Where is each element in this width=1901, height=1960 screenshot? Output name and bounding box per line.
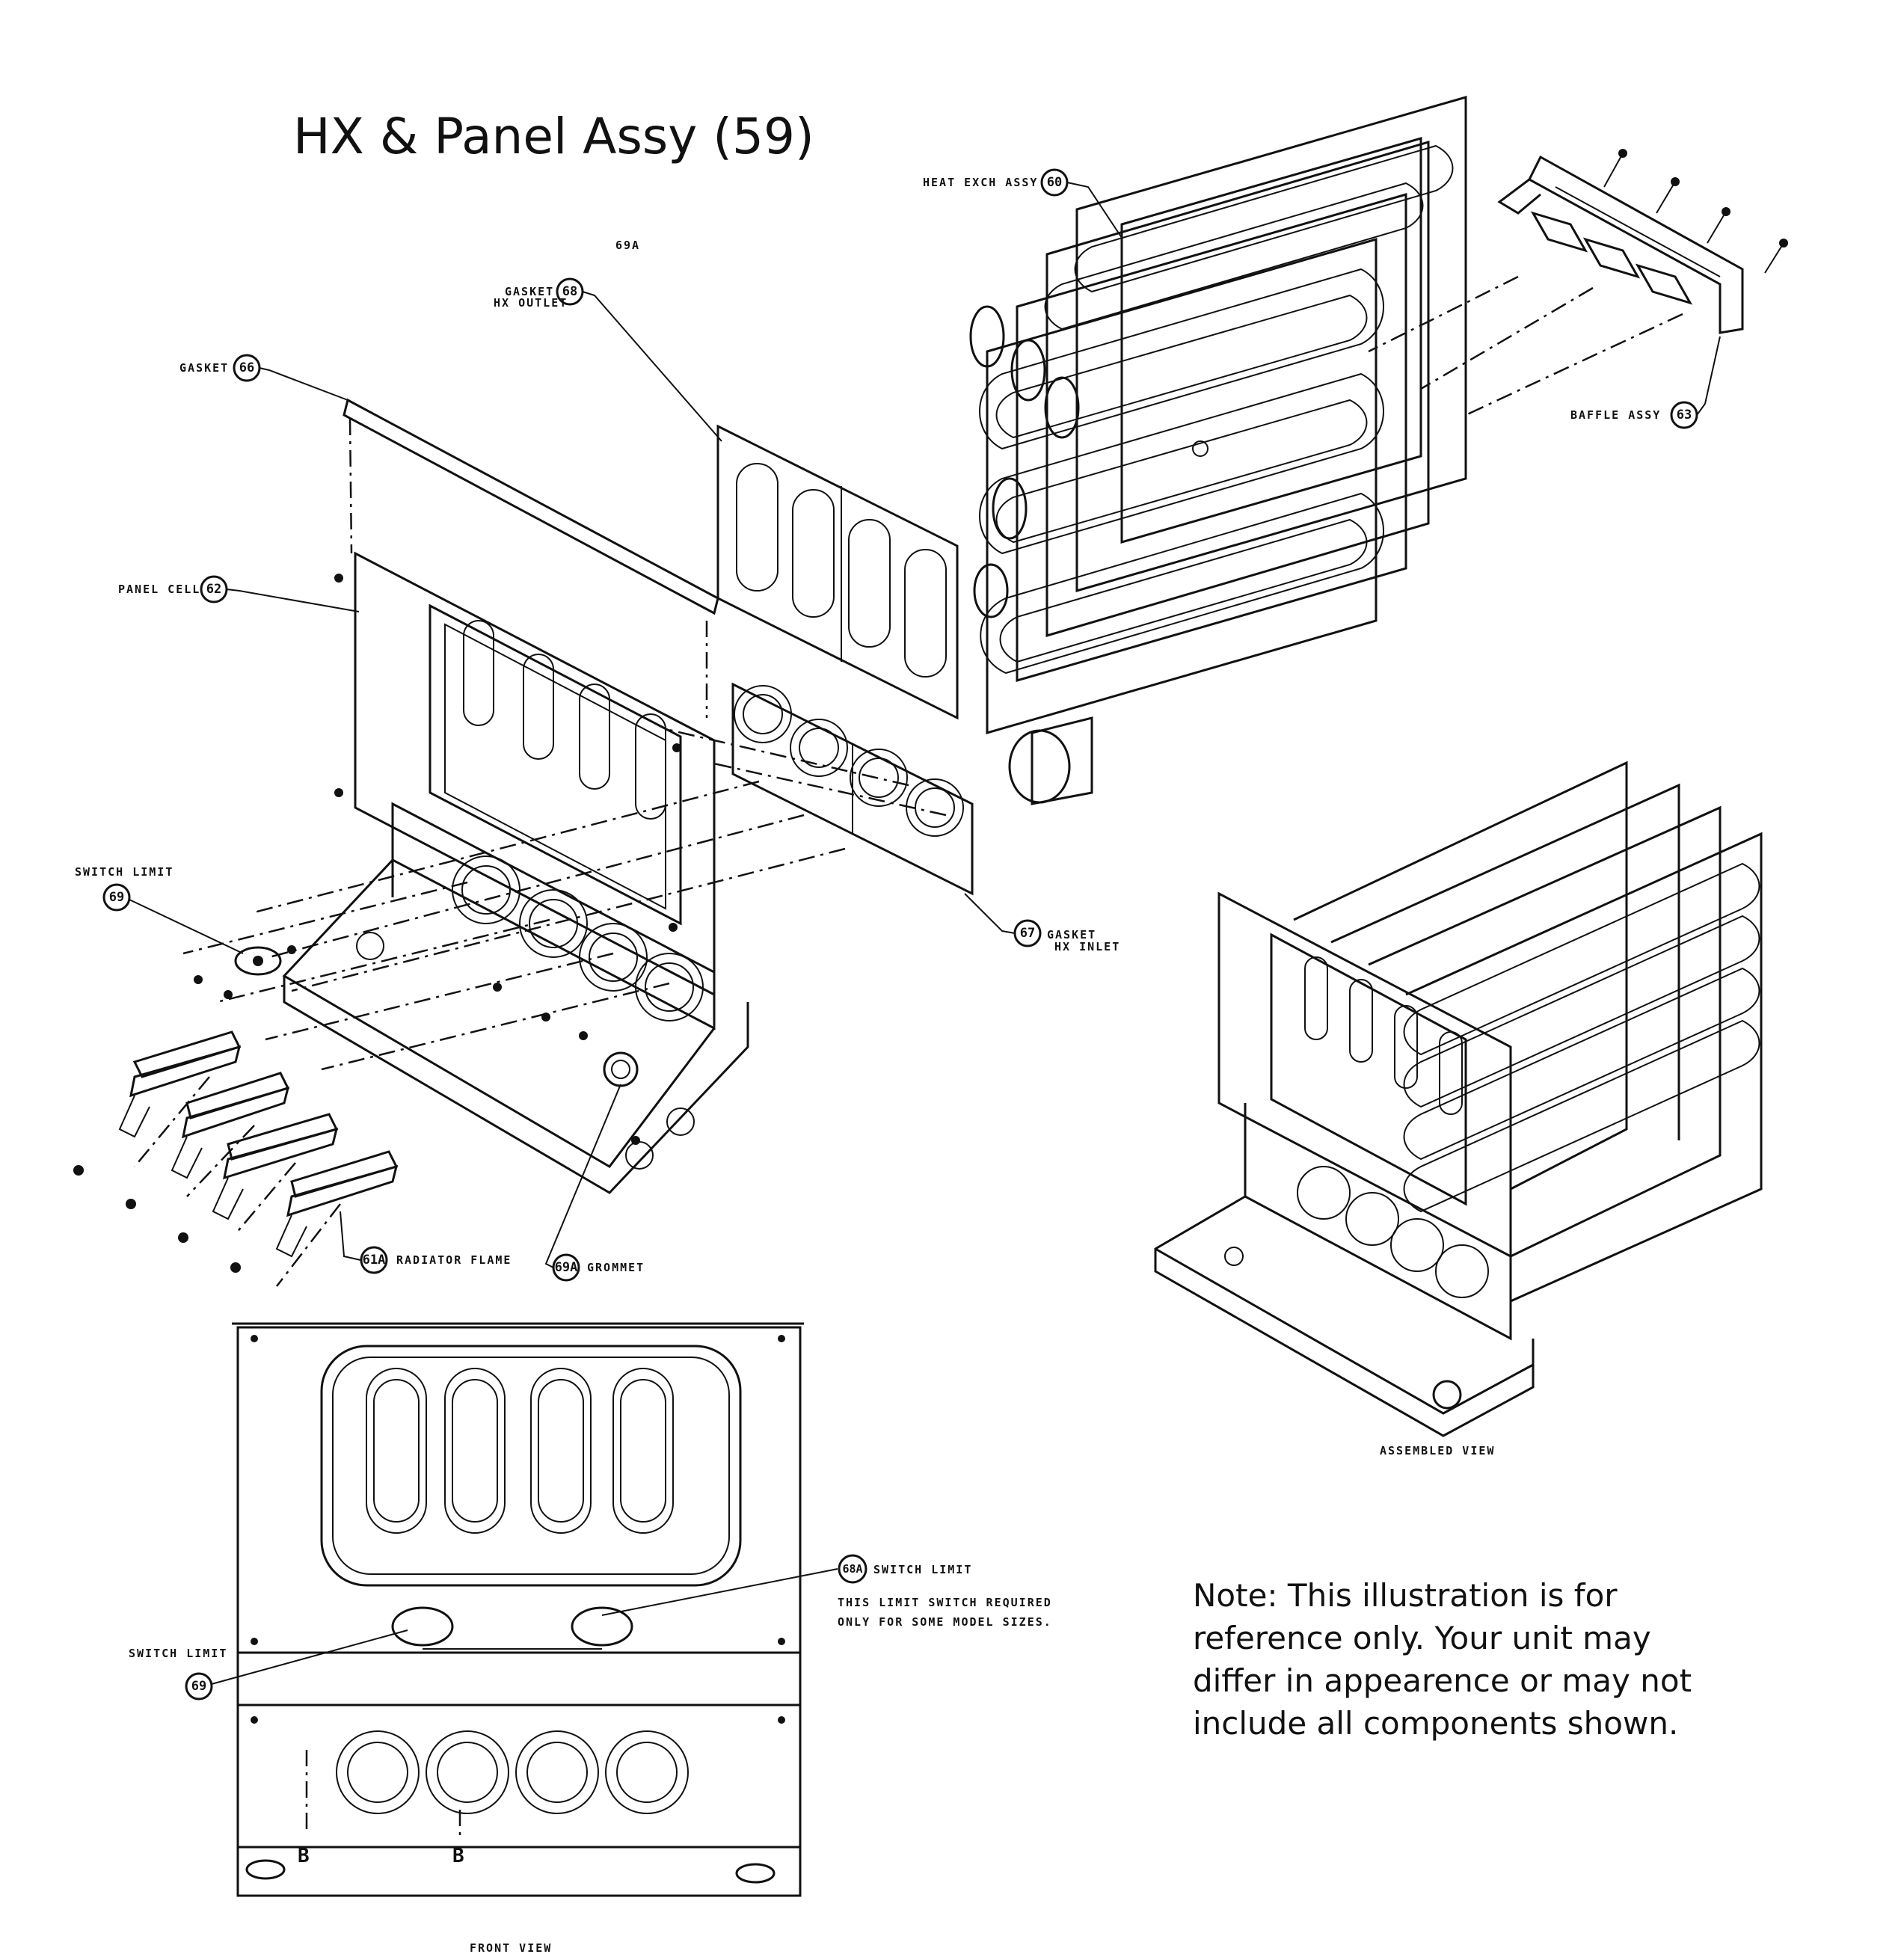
panel-cell-label: PANEL CELL [118, 583, 200, 596]
assembled-view [1154, 761, 1763, 1437]
note-line-4: include all components shown. [1193, 1705, 1678, 1742]
switch-limit-top-number: 69 [109, 890, 124, 905]
callout-radiator-flame: 61A RADIATOR FLAME [340, 1211, 512, 1274]
callout-gasket-66: GASKET 66 [179, 354, 348, 401]
switch-limit-68a-note-1: THIS LIMIT SWITCH REQUIRED [838, 1596, 1052, 1609]
switch-limit-68a-number: 68A [842, 1562, 862, 1576]
callout-heat-exch-assy: HEAT EXCH ASSY 60 [923, 168, 1123, 239]
baffle-assy [1368, 149, 1788, 417]
callout-baffle-assy: BAFFLE ASSY 63 [1570, 336, 1721, 429]
callout-gasket-hx-outlet: GASKET HX OUTLET 68 [494, 277, 722, 442]
callout-switch-limit-top: SWITCH LIMIT 69 [75, 865, 244, 954]
heat-exch-label: HEAT EXCH ASSY [923, 176, 1038, 189]
front-view [232, 1322, 804, 1897]
gasket-inlet-label-2: HX INLET [1054, 940, 1120, 953]
panel-cell-number: 62 [206, 582, 221, 597]
callout-switch-limit-68a: 68A SWITCH LIMIT THIS LIMIT SWITCH REQUI… [601, 1554, 1052, 1629]
switch-limit-part [194, 945, 640, 1145]
switch-limit-top-label: SWITCH LIMIT [75, 865, 173, 879]
gasket-66-label: GASKET [179, 361, 229, 375]
callout-panel-cell: PANEL CELL 62 [118, 575, 360, 612]
front-view-label: FRONT VIEW [470, 1941, 552, 1955]
diagram-title: HX & Panel Assy (59) [293, 108, 814, 165]
gasket-hx-outlet [716, 424, 959, 720]
gasket-66-number: 66 [239, 360, 254, 375]
callout-gasket-hx-inlet: 67 GASKET HX INLET [964, 893, 1120, 953]
burner-box [282, 802, 749, 1194]
baffle-number: 63 [1677, 408, 1692, 423]
callout-grommet: 69A GROMMET [544, 1084, 645, 1282]
reference-note: Note: This illustration is for reference… [1193, 1577, 1692, 1742]
assembly-lines [134, 728, 947, 1287]
gasket-outlet-number: 68 [562, 284, 577, 299]
radiator-flame-label: RADIATOR FLAME [396, 1253, 512, 1267]
gasket-outlet-label-1: GASKET [505, 285, 554, 298]
assembled-view-label: ASSEMBLED VIEW [1380, 1444, 1495, 1457]
baffle-label: BAFFLE ASSY [1570, 408, 1661, 422]
gasket-outlet-label-2: HX OUTLET [494, 296, 568, 310]
switch-limit-front-label: SWITCH LIMIT [129, 1647, 227, 1660]
note-line-3: differ in appearence or may not [1193, 1662, 1692, 1699]
switch-limit-68a-note-2: ONLY FOR SOME MODEL SIZES. [838, 1615, 1052, 1629]
gasket-hx-inlet [731, 682, 974, 896]
gasket-inlet-number: 67 [1020, 926, 1035, 941]
stray-label-69a: 69A [615, 239, 640, 252]
switch-limit-68a-label: SWITCH LIMIT [873, 1563, 972, 1576]
radiator-flame-number: 61A [363, 1253, 386, 1268]
section-b-left: B [298, 1845, 311, 1867]
grommet-label: GROMMET [587, 1261, 645, 1274]
gasket-strip [343, 398, 719, 718]
grommet-number: 69A [555, 1260, 578, 1275]
callout-switch-limit-front: SWITCH LIMIT 69 [129, 1629, 408, 1701]
gasket-inlet-label-1: GASKET [1047, 928, 1096, 941]
section-b-right: B [452, 1845, 466, 1867]
note-line-2: reference only. Your unit may [1193, 1620, 1651, 1656]
note-line-1: Note: This illustration is for [1193, 1577, 1618, 1614]
radiator-flames [73, 1030, 399, 1273]
heat-exchanger-assy [969, 96, 1467, 805]
heat-exch-number: 60 [1047, 175, 1062, 190]
switch-limit-front-number: 69 [191, 1679, 206, 1694]
